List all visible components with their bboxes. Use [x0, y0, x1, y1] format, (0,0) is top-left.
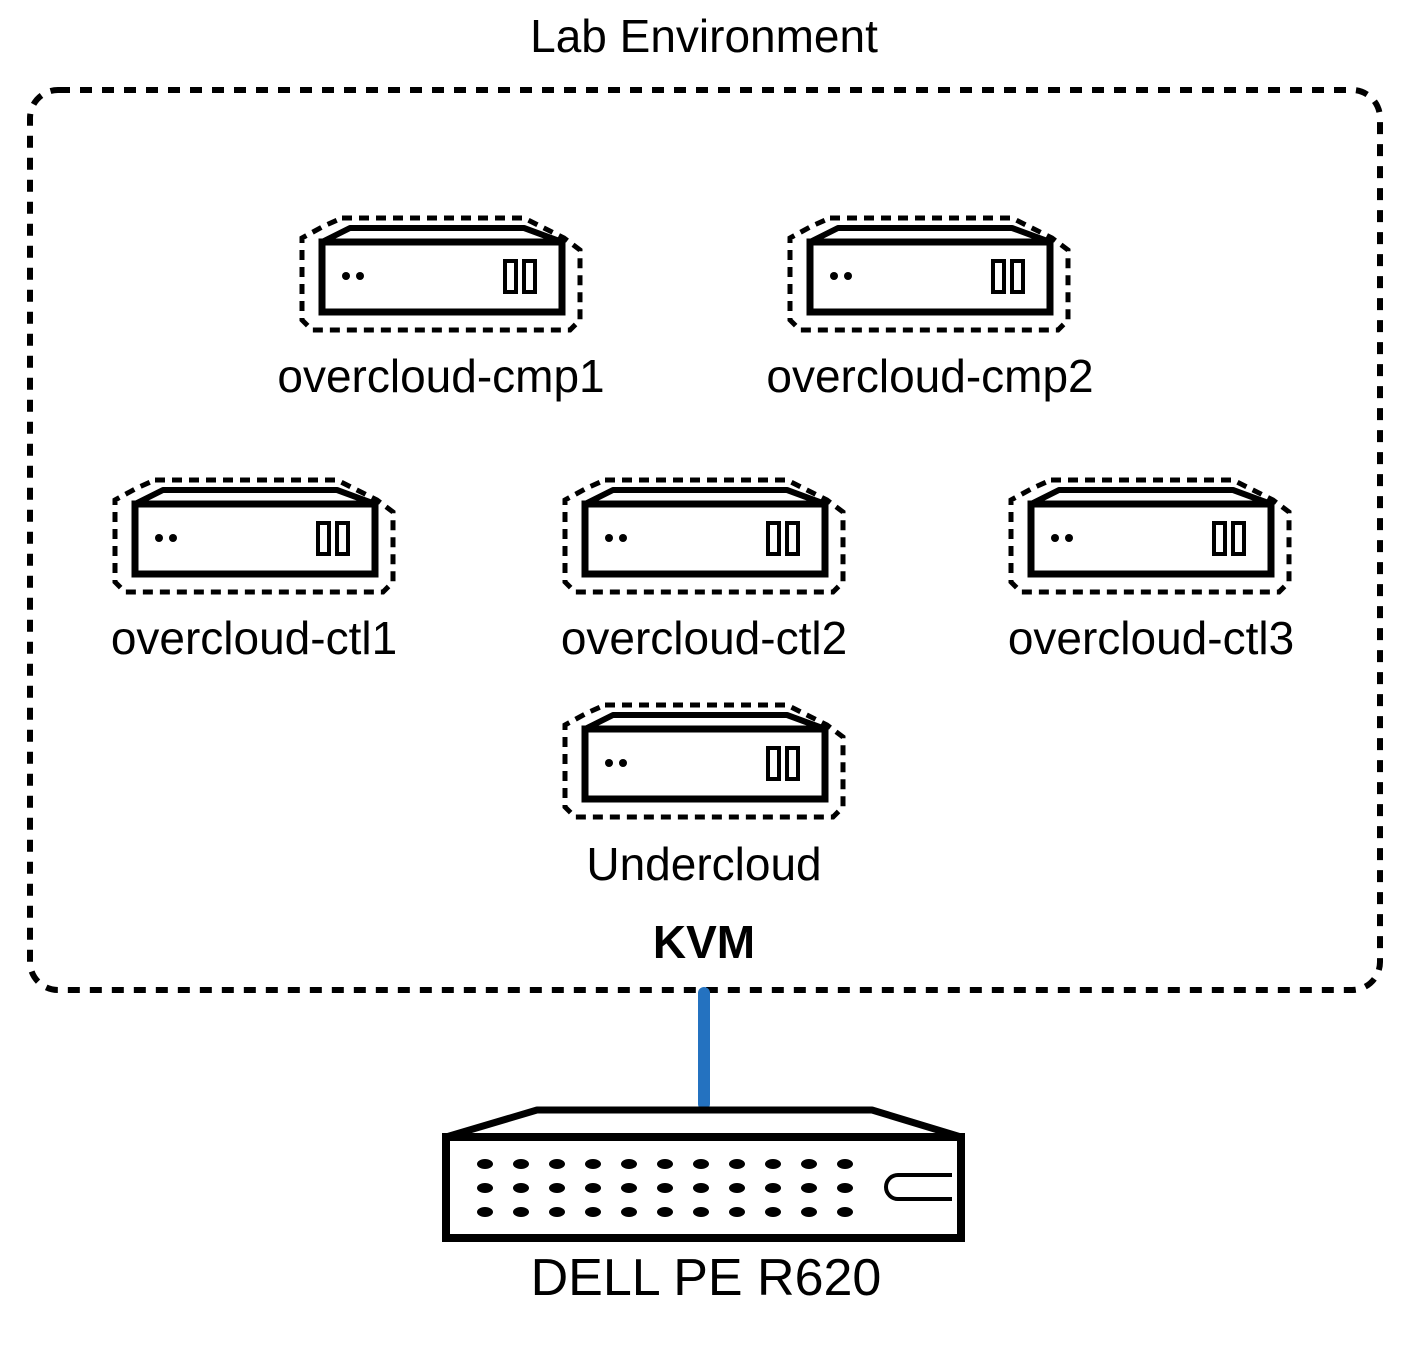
vent-dot: [729, 1183, 745, 1193]
vm-label-cmp2: overcloud-cmp2: [766, 350, 1093, 402]
vent-dot: [693, 1159, 709, 1169]
vm-label-ctl1: overcloud-ctl1: [111, 612, 397, 664]
vent-dot: [621, 1183, 637, 1193]
vm-node-undercloud[interactable]: [565, 705, 843, 817]
diagram-title: Lab Environment: [530, 10, 878, 62]
virtual-server-icon: [115, 480, 393, 592]
rack-server-icon: [442, 1106, 965, 1242]
vent-dot: [477, 1207, 493, 1217]
vent-dot: [477, 1159, 493, 1169]
vent-dot: [657, 1159, 673, 1169]
vm-node-ctl2[interactable]: [565, 480, 843, 592]
vent-dot: [693, 1207, 709, 1217]
vent-dot: [585, 1183, 601, 1193]
vent-dot: [477, 1183, 493, 1193]
vent-dot: [621, 1207, 637, 1217]
vent-dot: [837, 1207, 853, 1217]
vent-dot: [801, 1183, 817, 1193]
vent-dot: [765, 1207, 781, 1217]
host-node[interactable]: [442, 1106, 965, 1242]
vent-dot: [621, 1159, 637, 1169]
virtual-server-icon: [790, 218, 1068, 330]
vent-dot: [837, 1159, 853, 1169]
vent-dot: [801, 1159, 817, 1169]
vm-node-cmp1[interactable]: [302, 218, 580, 330]
vent-dot: [585, 1159, 601, 1169]
vent-dot: [657, 1207, 673, 1217]
vm-label-undercloud: Undercloud: [586, 838, 821, 890]
vent-dot: [657, 1183, 673, 1193]
vent-dot: [765, 1159, 781, 1169]
vent-dot: [549, 1159, 565, 1169]
vent-dot: [513, 1159, 529, 1169]
vent-dot: [549, 1183, 565, 1193]
virtual-server-icon: [302, 218, 580, 330]
vent-dot: [693, 1183, 709, 1193]
vm-node-cmp2[interactable]: [790, 218, 1068, 330]
vm-label-ctl3: overcloud-ctl3: [1008, 612, 1294, 664]
vm-node-ctl3[interactable]: [1011, 480, 1289, 592]
vent-dot: [549, 1207, 565, 1217]
virtual-server-icon: [1011, 480, 1289, 592]
vm-node-ctl1[interactable]: [115, 480, 393, 592]
vent-dot: [801, 1207, 817, 1217]
vent-dot: [585, 1207, 601, 1217]
kvm-label: KVM: [653, 916, 755, 968]
vent-dot: [729, 1159, 745, 1169]
host-label: DELL PE R620: [531, 1249, 882, 1307]
virtual-server-icon: [565, 480, 843, 592]
vm-label-cmp1: overcloud-cmp1: [277, 350, 604, 402]
vent-dot: [513, 1207, 529, 1217]
vm-label-ctl2: overcloud-ctl2: [561, 612, 847, 664]
kvm-boundary: [27, 87, 1383, 993]
vent-dot: [513, 1183, 529, 1193]
virtual-server-icon: [565, 705, 843, 817]
vent-dot: [729, 1207, 745, 1217]
vent-dot: [765, 1183, 781, 1193]
vent-dot: [837, 1183, 853, 1193]
